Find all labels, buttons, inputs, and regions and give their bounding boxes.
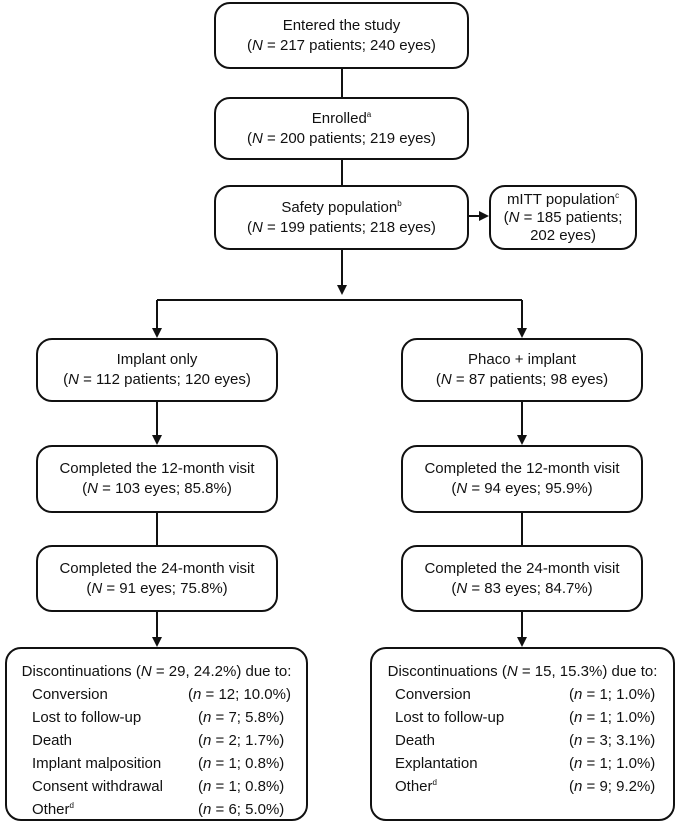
mitt-stat-1: (N = 185 patients;	[503, 208, 623, 226]
phaco-implant-box: Phaco + implant (N = 87 patients; 98 eye…	[401, 338, 643, 402]
implant-12-month-stat: (N = 103 eyes; 85.8%)	[82, 480, 232, 497]
disc-row: Consent withdrawal(n = 1; 0.8%)	[32, 778, 285, 795]
disc-row: Death(n = 3; 3.1%)	[395, 732, 656, 749]
safety-title: Safety populationb	[281, 198, 402, 216]
disc-row: Explantation(n = 1; 1.0%)	[395, 755, 656, 772]
phaco-discontinuations-box: Discontinuations (N = 15, 15.3%) due to:…	[370, 647, 675, 821]
disc-row: Implant malposition(n = 1; 0.8%)	[32, 755, 285, 772]
enrolled-box: Enrolleda (N = 200 patients; 219 eyes)	[214, 97, 469, 160]
mitt-stat-2: 202 eyes)	[530, 226, 596, 244]
disc-row: Death(n = 2; 1.7%)	[32, 732, 285, 749]
enrolled-stat: (N = 200 patients; 219 eyes)	[247, 129, 436, 147]
implant-12-month-box: Completed the 12-month visit (N = 103 ey…	[36, 445, 278, 513]
disc-row: Lost to follow-up(n = 1; 1.0%)	[395, 709, 656, 726]
implant-24-month-box: Completed the 24-month visit (N = 91 eye…	[36, 545, 278, 612]
safety-stat: (N = 199 patients; 218 eyes)	[247, 218, 436, 236]
phaco-discontinuations-header: Discontinuations (N = 15, 15.3%) due to:	[387, 663, 658, 680]
mitt-population-box: mITT populationc (N = 185 patients; 202 …	[489, 185, 637, 250]
phaco-12-month-title: Completed the 12-month visit	[424, 460, 620, 477]
enrolled-title: Enrolleda	[311, 109, 372, 127]
implant-24-month-stat: (N = 91 eyes; 75.8%)	[86, 579, 228, 597]
footnote-d: d	[69, 801, 74, 810]
implant-24-month-title: Completed the 24-month visit	[59, 559, 255, 577]
disc-row: Otherd(n = 6; 5.0%)	[32, 801, 285, 818]
implant-only-stat: (N = 112 patients; 120 eyes)	[63, 371, 251, 388]
footnote-b: b	[397, 198, 402, 208]
entered-title: Entered the study	[282, 16, 401, 34]
phaco-stat: (N = 87 patients; 98 eyes)	[435, 371, 609, 388]
implant-discontinuations-box: Discontinuations (N = 29, 24.2%) due to:…	[5, 647, 308, 821]
disc-row: Conversion(n = 1; 1.0%)	[395, 686, 656, 703]
footnote-a: a	[366, 109, 372, 119]
phaco-24-month-box: Completed the 24-month visit (N = 83 eye…	[401, 545, 643, 612]
phaco-24-month-title: Completed the 24-month visit	[424, 559, 620, 577]
entered-study-box: Entered the study (N = 217 patients; 240…	[214, 2, 469, 69]
mitt-title: mITT populationc	[506, 190, 620, 208]
disc-row: Conversion(n = 12; 10.0%)	[32, 686, 291, 703]
safety-population-box: Safety populationb (N = 199 patients; 21…	[214, 185, 469, 250]
phaco-24-month-stat: (N = 83 eyes; 84.7%)	[451, 579, 593, 597]
implant-only-title: Implant only	[116, 351, 198, 368]
phaco-title: Phaco + implant	[468, 351, 576, 368]
phaco-12-month-stat: (N = 94 eyes; 95.9%)	[451, 480, 593, 497]
disc-row: Lost to follow-up(n = 7; 5.8%)	[32, 709, 285, 726]
entered-stat: (N = 217 patients; 240 eyes)	[247, 36, 436, 54]
implant-12-month-title: Completed the 12-month visit	[59, 460, 255, 477]
implant-only-box: Implant only (N = 112 patients; 120 eyes…	[36, 338, 278, 402]
footnote-c: c	[615, 190, 620, 200]
phaco-12-month-box: Completed the 12-month visit (N = 94 eye…	[401, 445, 643, 513]
footnote-d: d	[432, 778, 437, 787]
disc-row: Otherd(n = 9; 9.2%)	[395, 778, 656, 795]
implant-discontinuations-header: Discontinuations (N = 29, 24.2%) due to:	[21, 663, 292, 680]
